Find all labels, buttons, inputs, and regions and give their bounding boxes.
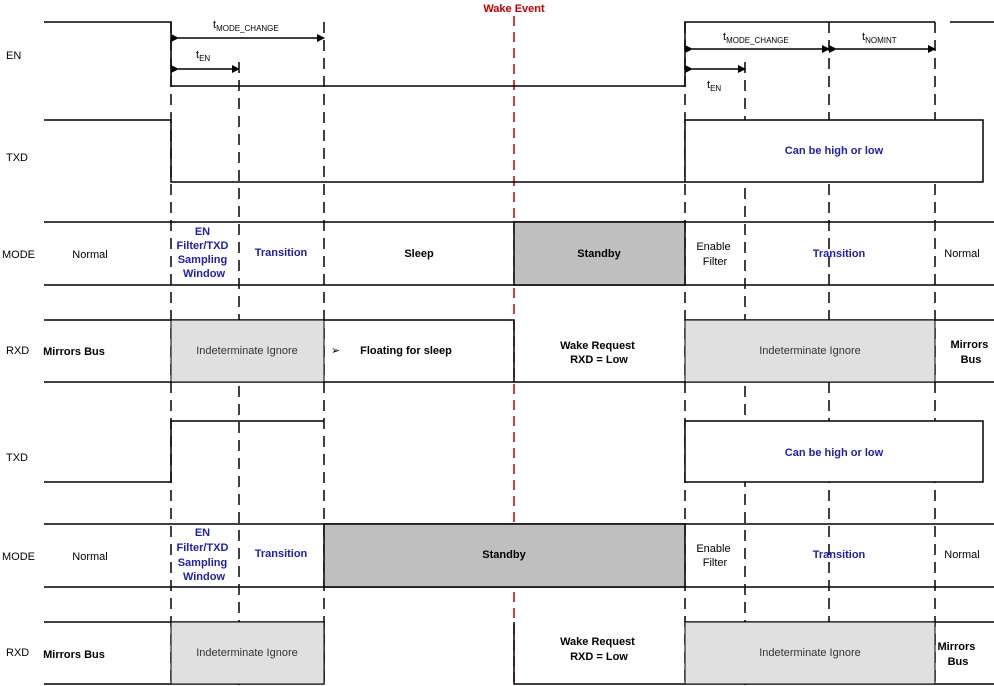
signal-label-mode-1: MODE: [2, 249, 35, 261]
mode-1-transition-right: Transition: [813, 248, 866, 260]
rxd-2-indeterminate-left-box: [170, 621, 325, 685]
mode-1-standby-box: [513, 221, 686, 286]
txd-2-can-be-high-or-low-box: [684, 420, 984, 483]
mode-2-standby-box: [323, 523, 686, 588]
mode-2-enable-filter: Enable Filter: [696, 543, 733, 569]
en-waveform: [44, 21, 935, 87]
mode-2-transition-left: Transition: [255, 548, 308, 560]
t-mode-change-left-label: tMODE_CHANGE: [213, 19, 279, 33]
rxd-2-mirrors-right: Mirrors Bus: [938, 641, 979, 668]
mode-2-transition-right: Transition: [813, 549, 866, 561]
rxd-1-wake-request: Wake Request RXD = Low: [560, 340, 638, 366]
mode-1-normal-right: Normal: [944, 248, 979, 260]
rxd-1-floating: Floating for sleep: [360, 345, 452, 357]
mode-2-standby: Standby: [482, 549, 526, 561]
mode-2-window: EN Filter/TXD Sampling Window: [176, 527, 231, 583]
signal-label-mode-2: MODE: [2, 551, 35, 563]
rxd-2-wake-request: Wake Request RXD = Low: [560, 636, 638, 663]
t-nomint-label: tNOMINT: [862, 31, 897, 45]
mode-1-sleep: Sleep: [404, 248, 434, 260]
signal-label-txd-2: TXD: [6, 452, 28, 464]
rxd-1-indeterminate-right-box: [684, 319, 936, 383]
rxd-2-mirrors-left: Mirrors Bus: [43, 649, 105, 661]
txd-1-can-be-high-or-low: Can be high or low: [785, 145, 884, 157]
mode-2-normal-right: Normal: [944, 549, 979, 561]
signal-label-txd-1: TXD: [6, 152, 28, 164]
t-en-right-label: tEN: [707, 79, 721, 93]
wake-event-label: Wake Event: [483, 3, 545, 15]
arrow-small-icon: ➢: [331, 345, 340, 357]
rxd-1-indeterminate-right: Indeterminate Ignore: [759, 345, 861, 357]
signal-label-rxd-2: RXD: [6, 647, 29, 659]
signal-label-rxd-1: RXD: [6, 345, 29, 357]
rxd-1-indeterminate-left: Indeterminate Ignore: [196, 345, 298, 357]
txd-1-can-be-high-or-low-box: [684, 119, 984, 183]
rxd-2-indeterminate-left: Indeterminate Ignore: [196, 647, 298, 659]
t-en-left-label: tEN: [196, 49, 210, 63]
rxd-2-indeterminate-right: Indeterminate Ignore: [759, 647, 861, 659]
mode-1-normal-left: Normal: [72, 249, 107, 261]
mode-1-standby: Standby: [577, 248, 621, 260]
t-mode-change-right-label: tMODE_CHANGE: [723, 31, 789, 45]
mode-1-window: EN Filter/TXD Sampling Window: [176, 226, 231, 280]
txd-1-waveform: [44, 119, 685, 183]
rxd-2-indeterminate-right-box: [684, 621, 936, 685]
signal-label-en: EN: [6, 50, 21, 62]
mode-1-transition-left: Transition: [255, 247, 308, 259]
mode-2-normal-left: Normal: [72, 551, 107, 563]
mode-1-enable-filter: Enable Filter: [696, 241, 733, 268]
txd-2-waveform: [44, 420, 324, 483]
rxd-1-indeterminate-left-box: [170, 319, 325, 383]
txd-2-can-be-high-or-low: Can be high or low: [785, 447, 884, 459]
rxd-1-mirrors-right: Mirrors Bus: [951, 339, 992, 366]
rxd-1-mirrors-left: Mirrors Bus: [43, 346, 105, 358]
